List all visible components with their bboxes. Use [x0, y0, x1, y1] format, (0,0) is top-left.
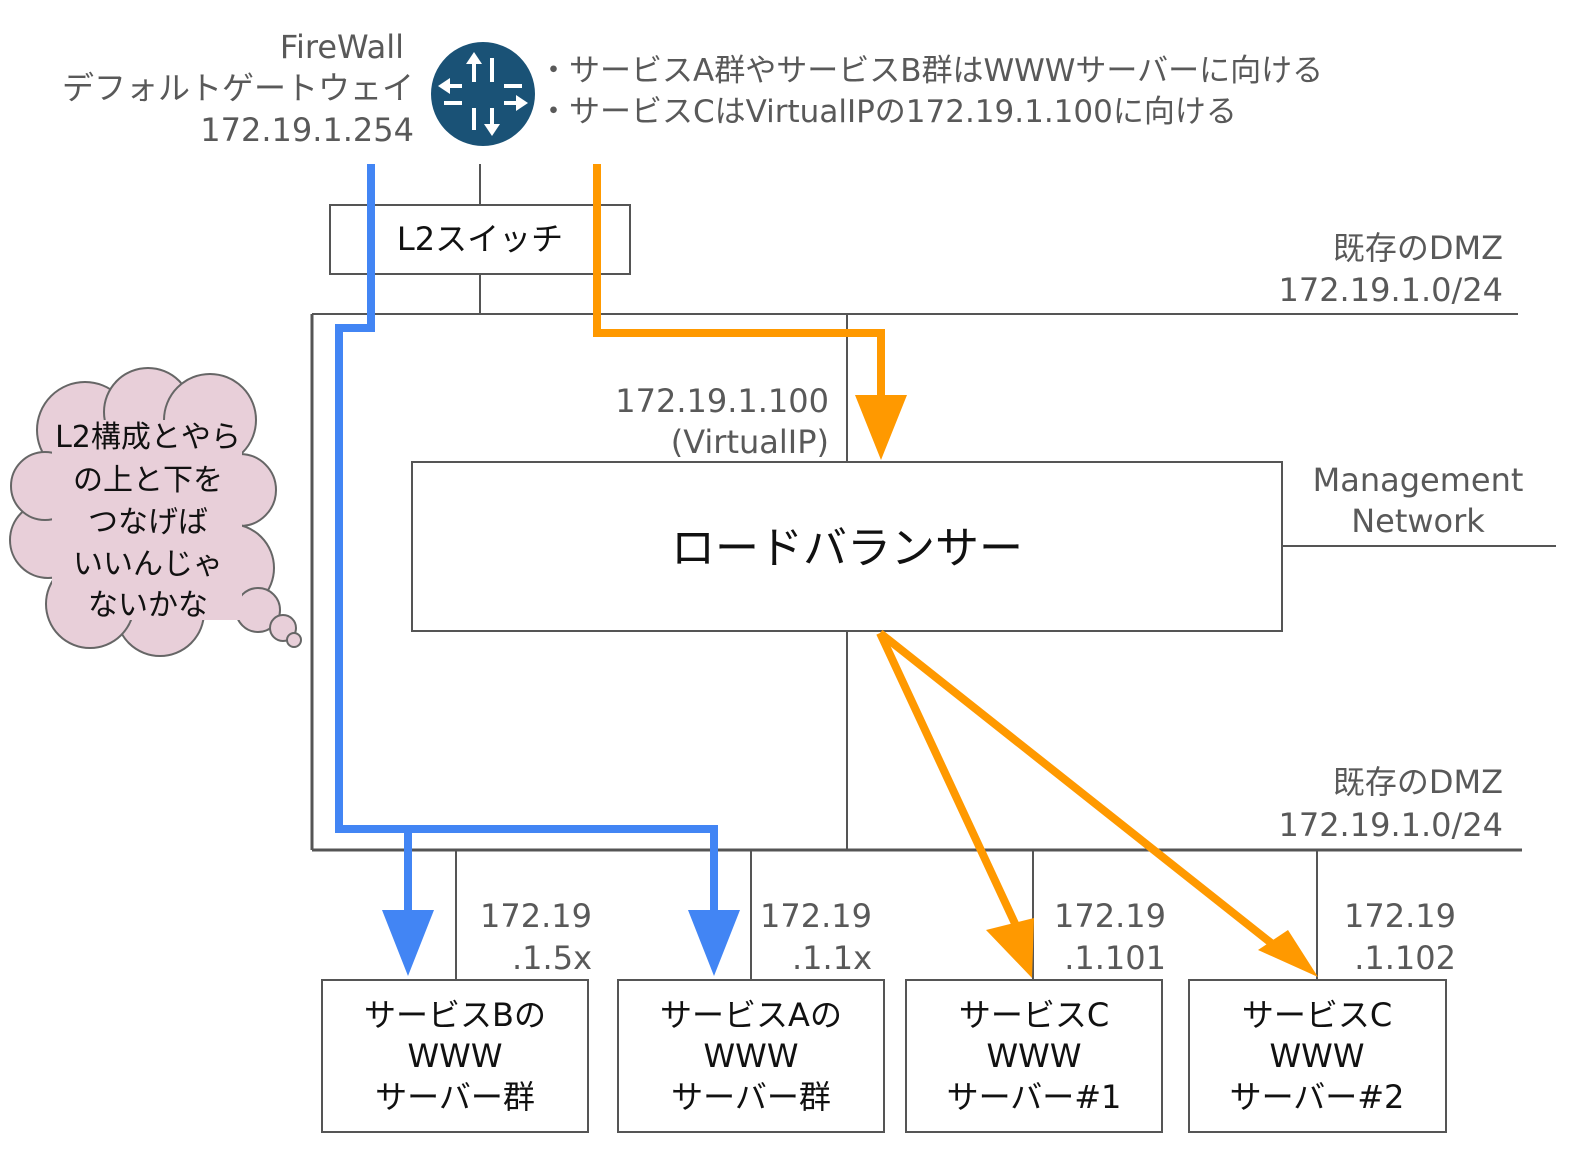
server-box-b: サービスBの WWW サーバー群	[321, 979, 589, 1133]
thought-bubble	[9, 367, 302, 657]
management-line2: Network	[1351, 502, 1485, 540]
management-line1: Management	[1313, 461, 1524, 499]
firewall-ip: 172.19.1.254	[200, 111, 414, 149]
l2-switch-box	[329, 204, 631, 275]
network-lines	[310, 164, 1556, 980]
server-line: WWW	[408, 1037, 503, 1075]
orange-arrow-head	[986, 918, 1034, 978]
server-c2-ip1: 172.19	[1344, 897, 1456, 935]
virtual-ip-address: 172.19.1.100	[615, 382, 829, 420]
server-box-c2: サービスC WWW サーバー#2	[1188, 979, 1447, 1133]
server-line: サービスC	[1242, 996, 1392, 1034]
thought-bubble-text: L2構成とやら の上と下を つなげば いいんじゃ ないかな	[55, 420, 241, 623]
bubble-line: いいんじゃ	[73, 547, 223, 582]
server-line: サーバー群	[375, 1078, 535, 1116]
orange-arrow-head	[1258, 930, 1318, 977]
blue-arrow-head	[382, 910, 434, 976]
virtual-ip-label: (VirtualIP)	[671, 423, 829, 461]
server-line: サービスAの	[660, 996, 842, 1034]
server-b-ip2: .1.5x	[512, 939, 592, 977]
server-line: WWW	[1270, 1037, 1365, 1075]
note-2: ・サービスCはVirtualIPの172.19.1.100に向ける	[538, 94, 1237, 130]
firewall-name: FireWall	[280, 28, 404, 66]
dmz-lower-name: 既存のDMZ	[1333, 763, 1503, 801]
server-box-c1: サービスC WWW サーバー#1	[905, 979, 1163, 1133]
server-b-ip1: 172.19	[480, 897, 592, 935]
server-line: サーバー#2	[1230, 1078, 1405, 1116]
server-box-a: サービスAの WWW サーバー群	[617, 979, 885, 1133]
note-1: ・サービスA群やサービスB群はWWWサーバーに向ける	[538, 53, 1323, 89]
load-balancer-label: ロードバランサー	[671, 523, 1023, 574]
firewall-role: デフォルトゲートウェイ	[62, 69, 414, 107]
blue-arrow-head	[688, 910, 740, 976]
server-line: サービスBの	[364, 996, 546, 1034]
orange-arrow-head	[855, 395, 907, 460]
bubble-line: つなげば	[88, 505, 208, 540]
server-a-ip1: 172.19	[760, 897, 872, 935]
router-icon	[431, 42, 535, 146]
server-c2-ip2: .1.102	[1354, 939, 1456, 977]
dmz-lower-subnet: 172.19.1.0/24	[1278, 806, 1503, 844]
dmz-upper-name: 既存のDMZ	[1333, 229, 1503, 267]
server-line: サービスC	[959, 996, 1109, 1034]
server-c1-ip2: .1.101	[1064, 939, 1166, 977]
bubble-line: ないかな	[88, 588, 208, 623]
l2-switch-label: L2スイッチ	[397, 220, 563, 258]
load-balancer-box	[411, 461, 1283, 632]
server-line: サーバー群	[671, 1078, 831, 1116]
blue-traffic-path	[335, 164, 718, 920]
server-c1-ip1: 172.19	[1054, 897, 1166, 935]
server-a-ip2: .1.1x	[792, 939, 872, 977]
server-line: WWW	[987, 1037, 1082, 1075]
bubble-line: L2構成とやら	[55, 420, 241, 455]
orange-traffic-path	[593, 164, 1293, 962]
server-line: WWW	[704, 1037, 799, 1075]
server-line: サーバー#1	[947, 1078, 1122, 1116]
bubble-line: の上と下を	[73, 463, 223, 498]
dmz-upper-subnet: 172.19.1.0/24	[1278, 271, 1503, 309]
